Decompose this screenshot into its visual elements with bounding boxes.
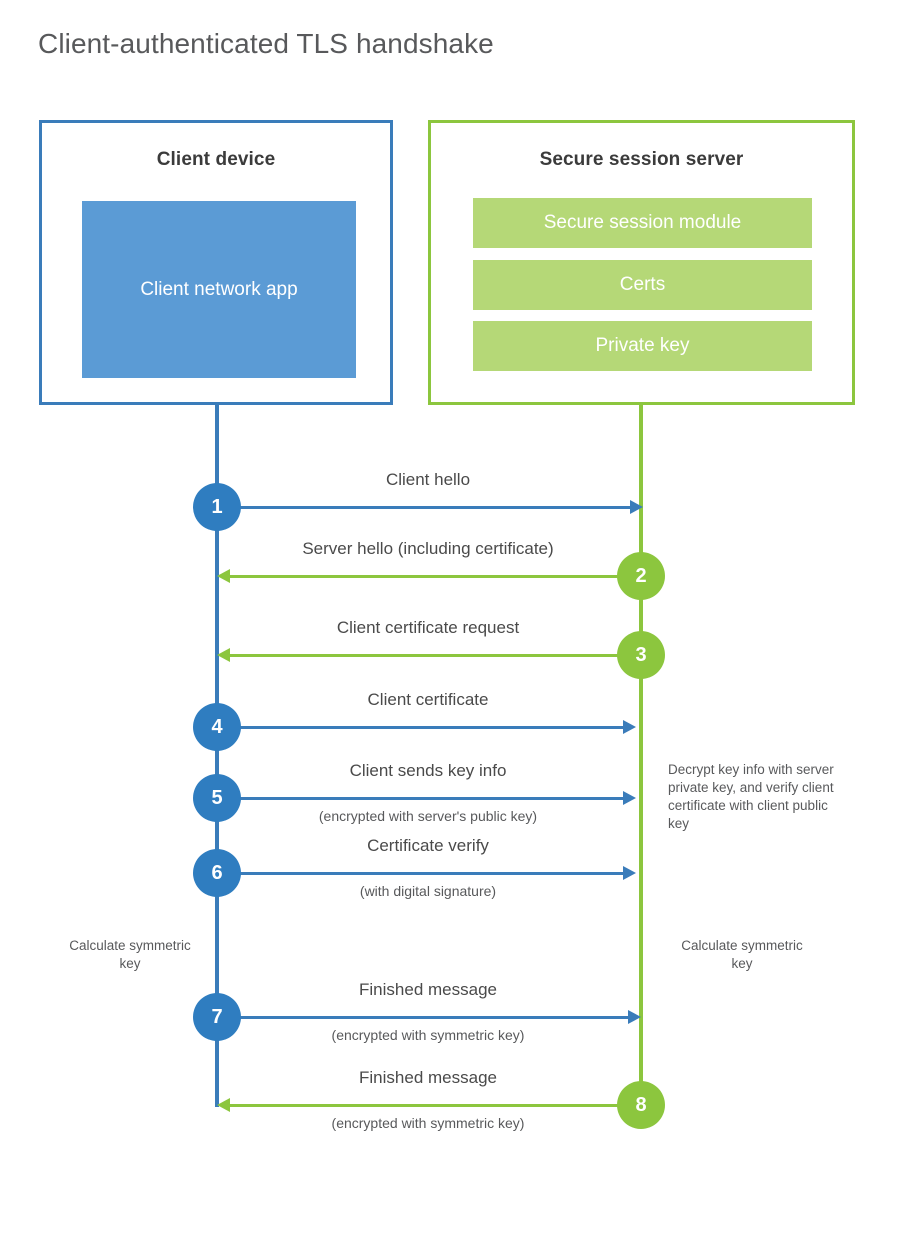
page-title: Client-authenticated TLS handshake xyxy=(38,28,494,59)
message-sublabel-5: (encrypted with server's public key) xyxy=(318,808,538,824)
server-calculate-symmetric-key-annotation: Calculate symmetric key xyxy=(681,938,803,971)
secure-session-server-box: Secure session server Secure session mod… xyxy=(428,120,855,405)
step-circle-5[interactable]: 5 xyxy=(193,774,241,822)
client-lifeline xyxy=(215,405,219,1107)
client-device-box: Client device Client network app xyxy=(39,120,393,405)
server-module-secure-session-module: Secure session module xyxy=(473,198,812,248)
message-label-5: Client sends key info xyxy=(349,761,507,780)
message-line-6 xyxy=(217,872,625,875)
message-label-8: Finished message xyxy=(359,1068,497,1087)
message-line-2 xyxy=(230,575,640,578)
secure-session-server-title: Secure session server xyxy=(539,149,744,170)
arrow-head-right-icon xyxy=(623,791,636,805)
step-circle-8[interactable]: 8 xyxy=(617,1081,665,1129)
server-module-private-key: Private key xyxy=(473,321,812,371)
message-line-8 xyxy=(230,1104,640,1107)
arrow-head-left-icon xyxy=(217,569,230,583)
server-decrypt-annotation: Decrypt key info with server private key… xyxy=(668,762,834,831)
message-label-4: Client certificate xyxy=(367,690,489,709)
message-label-6: Certificate verify xyxy=(367,836,489,855)
client-calculate-symmetric-key-annotation: Calculate symmetric key xyxy=(69,938,191,971)
message-sublabel-8: (encrypted with symmetric key) xyxy=(331,1115,525,1131)
step-circle-6[interactable]: 6 xyxy=(193,849,241,897)
step-circle-3[interactable]: 3 xyxy=(617,631,665,679)
client-device-title: Client device xyxy=(156,149,276,170)
server-module-certs: Certs xyxy=(473,260,812,310)
message-label-3: Client certificate request xyxy=(336,618,520,637)
step-circle-4[interactable]: 4 xyxy=(193,703,241,751)
message-label-1: Client hello xyxy=(385,470,471,489)
message-line-4 xyxy=(217,726,625,729)
arrow-head-right-icon xyxy=(623,720,636,734)
message-line-1 xyxy=(217,506,637,509)
server-lifeline xyxy=(639,405,643,1107)
message-line-7 xyxy=(217,1016,632,1019)
message-label-7: Finished message xyxy=(359,980,497,999)
arrow-head-left-icon xyxy=(217,1098,230,1112)
arrow-head-left-icon xyxy=(217,648,230,662)
message-sublabel-6: (with digital signature) xyxy=(359,883,497,899)
step-circle-2[interactable]: 2 xyxy=(617,552,665,600)
message-sublabel-7: (encrypted with symmetric key) xyxy=(331,1027,525,1043)
arrow-head-right-icon xyxy=(628,1010,641,1024)
message-line-5 xyxy=(217,797,625,800)
step-circle-1[interactable]: 1 xyxy=(193,483,241,531)
arrow-head-right-icon xyxy=(630,500,643,514)
message-line-3 xyxy=(230,654,640,657)
step-circle-7[interactable]: 7 xyxy=(193,993,241,1041)
arrow-head-right-icon xyxy=(623,866,636,880)
message-label-2: Server hello (including certificate) xyxy=(302,539,554,558)
client-network-app-block: Client network app xyxy=(82,201,356,378)
